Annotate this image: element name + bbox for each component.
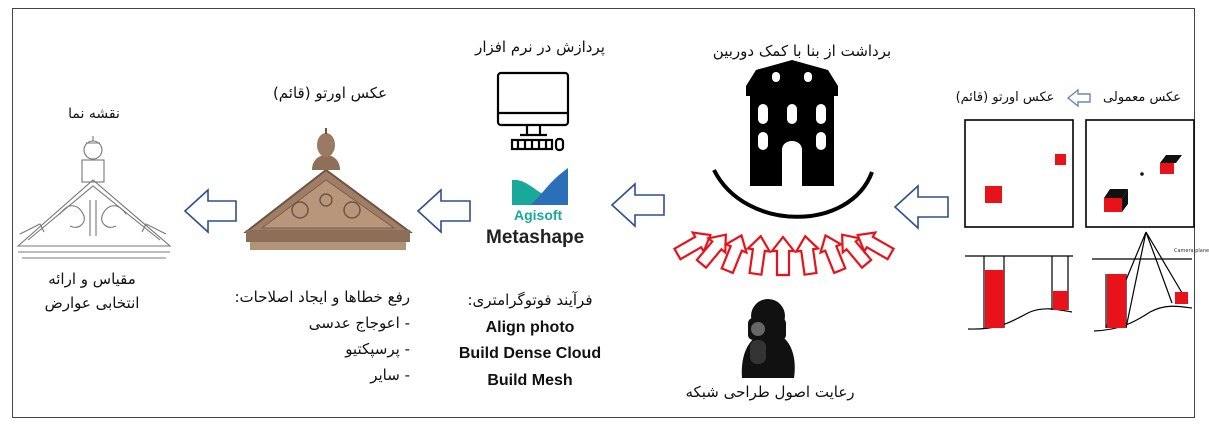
svg-text:Camera plane: Camera plane (1174, 248, 1209, 254)
caption-photogrammetry-title: فرآیند فوتوگرامتری: (467, 291, 593, 309)
agisoft-logo (512, 168, 568, 205)
caption-scale-line2: انتخابی عوارض (44, 294, 140, 312)
monitor-icon (496, 71, 570, 152)
caption-scale-line1: مقیاس و ارائه (48, 270, 136, 288)
heading-facade-map: نقشه نما (68, 106, 120, 122)
agisoft-brand-text: Agisoft (514, 207, 563, 223)
step-align-photo: Align photo (485, 319, 575, 336)
ortho-photo-box (964, 119, 1074, 228)
small-arrow (1066, 88, 1091, 108)
facade-map-drawing (16, 136, 172, 259)
camera-arc (712, 169, 874, 219)
heading-camera-survey: برداشت از بنا با کمک دوربین (712, 42, 892, 60)
metashape-product-text: Metashape (486, 227, 585, 248)
normal-photo-box (1085, 119, 1195, 228)
heading-normal-photo: عکس معمولی (1103, 90, 1181, 105)
perspective-red-block-left (1107, 274, 1126, 328)
caption-fix-title: رفع خطاها و ایجاد اصلاحات: (234, 288, 411, 306)
flow-arrow-2 (416, 188, 471, 234)
ortho-red-block-left (985, 270, 1004, 328)
heading-ortho-photo-small: عکس اورتو (قائم) (955, 90, 1055, 105)
flow-arrow-4 (893, 184, 949, 230)
ortho-red-block-right (1053, 291, 1068, 310)
flow-arrow-3 (610, 182, 665, 228)
flow-arrow-1 (183, 188, 237, 234)
building-icon (746, 60, 838, 186)
heading-ortho-photo: عکس اورتو (قائم) (272, 84, 388, 102)
ortho-photo-pediment (243, 128, 414, 250)
step-build-dense-cloud: Build Dense Cloud (458, 345, 602, 362)
step-build-mesh: Build Mesh (487, 372, 573, 389)
caption-fix-item-3: - سایر (370, 366, 410, 384)
caption-grid-design: رعایت اصول طراحی شبکه (685, 383, 855, 401)
perspective-red-block-right (1175, 292, 1188, 304)
photographer-icon (741, 299, 795, 378)
caption-fix-item-2: - پرسپکتیو (345, 340, 410, 358)
caption-fix-item-1: - اعوجاج عدسی (308, 314, 410, 332)
heading-software-processing: پردازش در نرم افزار (475, 38, 605, 56)
camera-arrows (672, 231, 896, 277)
